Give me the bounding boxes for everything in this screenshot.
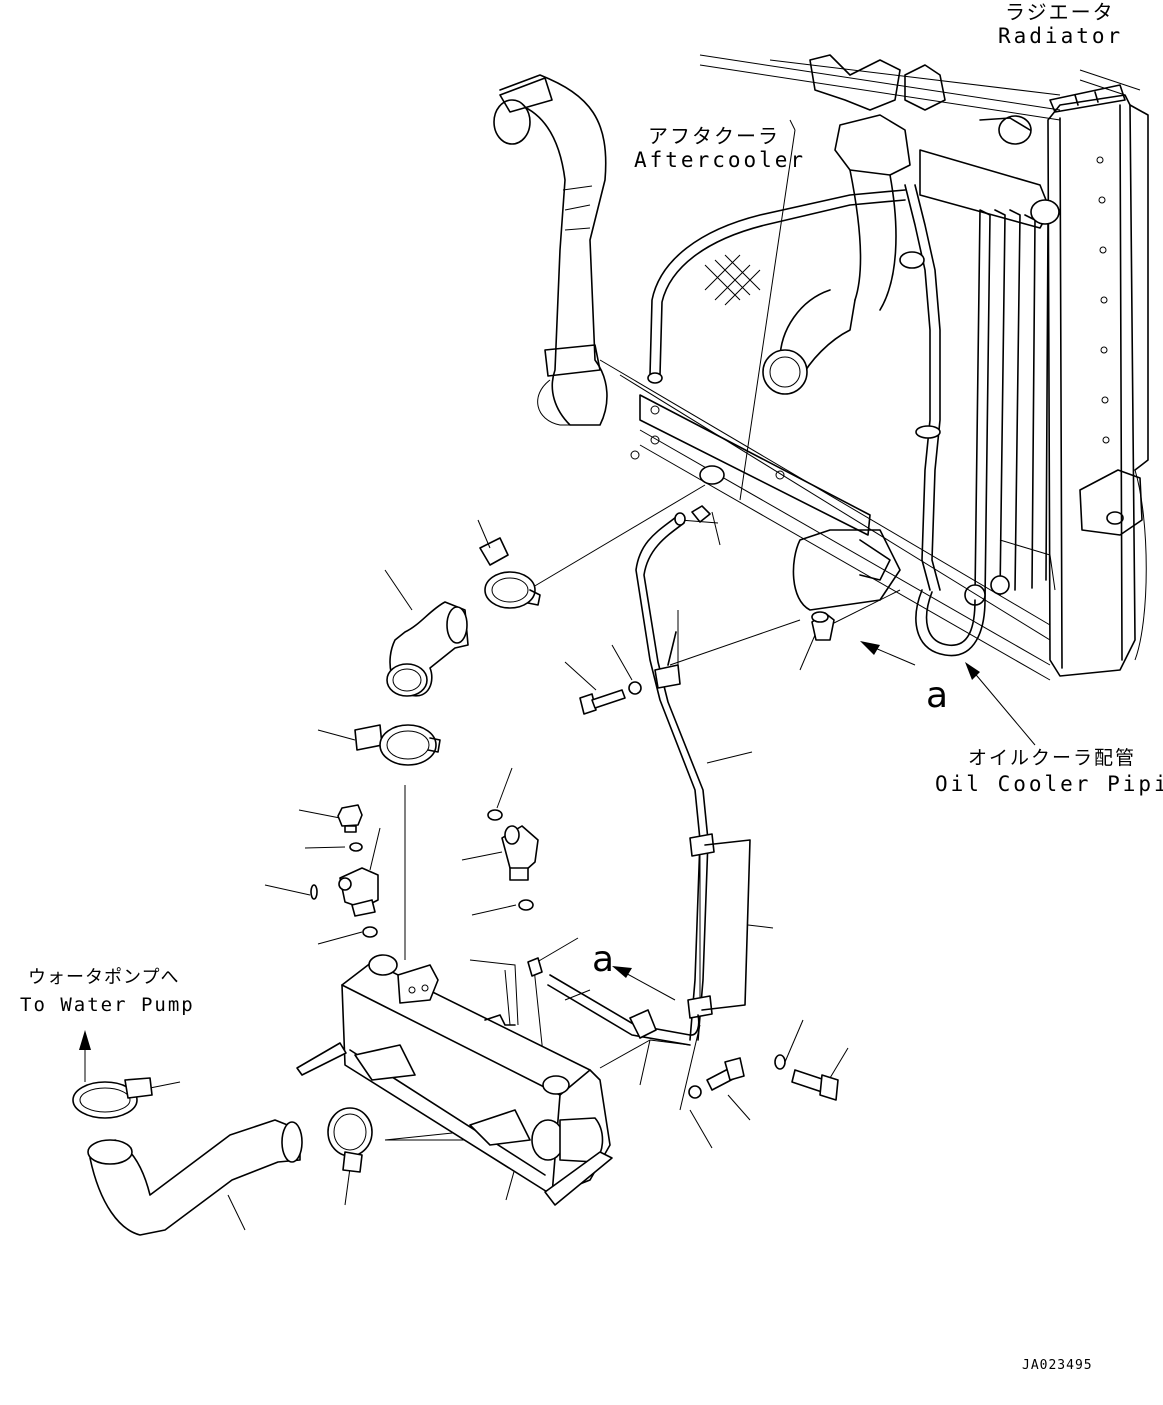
o-ring-2 bbox=[310, 884, 318, 900]
hose-clamp-lower-left bbox=[72, 1077, 153, 1119]
hose-clamp-middle bbox=[354, 724, 441, 766]
oil-cooler-label-en: Oil Cooler Piping bbox=[935, 772, 1163, 796]
water-pump-label-en: To Water Pump bbox=[20, 994, 195, 1016]
leader-lines bbox=[139, 119, 901, 1231]
elbow-fitting bbox=[501, 825, 539, 881]
o-ring-3 bbox=[362, 926, 378, 938]
aftercooler-hose-right bbox=[762, 54, 946, 395]
bolt-lower-center bbox=[706, 1057, 745, 1091]
bolt-upper bbox=[579, 689, 626, 715]
aftercooler-loop-hose bbox=[649, 189, 906, 376]
aftercooler-hose-left bbox=[493, 74, 608, 426]
bolt-lower-right bbox=[791, 1069, 839, 1101]
hose-fitting-a bbox=[691, 505, 711, 523]
washer-lower-center bbox=[688, 1085, 702, 1099]
hose-clamp-upper bbox=[479, 537, 541, 609]
connector bbox=[527, 957, 543, 977]
radiator-label-en: Radiator bbox=[998, 24, 1124, 48]
o-ring-5 bbox=[518, 899, 534, 911]
hose-clamp-lower-center bbox=[327, 1107, 373, 1173]
aftercooler-label-en: Aftercooler bbox=[634, 148, 807, 172]
drain-plug bbox=[337, 804, 363, 833]
washer-lower-right bbox=[774, 1054, 786, 1070]
aftercooler-label-jp: アフタクーラ bbox=[648, 124, 780, 148]
washer-upper bbox=[628, 681, 642, 695]
oil-cooler-label-jp: オイルクーラ配管 bbox=[968, 747, 1137, 769]
oil-cooler-body bbox=[296, 954, 613, 1206]
o-ring-4 bbox=[487, 809, 503, 821]
view-arrow-a-lower bbox=[612, 966, 676, 1001]
oil-cooler-pipe bbox=[915, 589, 986, 657]
drawing-code: JA023495 bbox=[1022, 1358, 1093, 1373]
drain-valve bbox=[338, 867, 379, 917]
water-pump-arrow bbox=[79, 1030, 91, 1082]
radiator-assembly bbox=[599, 54, 1149, 681]
water-pump-hose bbox=[87, 1119, 303, 1236]
view-arrow-a-upper bbox=[860, 641, 916, 666]
water-pump-label-jp: ウォータポンプへ bbox=[28, 967, 180, 988]
oil-cooler-piping-leader bbox=[965, 662, 1036, 746]
o-ring-1 bbox=[349, 842, 363, 852]
view-marker-a-lower: a bbox=[592, 939, 615, 980]
oil-line bbox=[547, 512, 751, 1046]
radiator-label-jp: ラジエータ bbox=[1005, 0, 1115, 24]
view-marker-a-upper: a bbox=[926, 675, 949, 716]
sleeve bbox=[811, 611, 835, 641]
elbow-hose bbox=[386, 601, 469, 697]
